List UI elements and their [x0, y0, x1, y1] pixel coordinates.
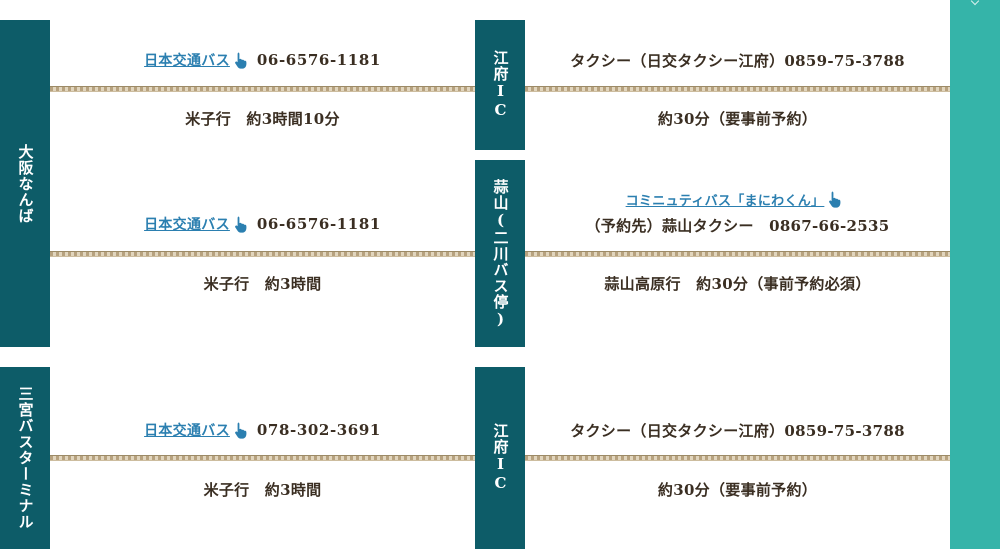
side-panel-bar[interactable] — [950, 0, 1000, 549]
hand-pointer-icon — [234, 52, 247, 69]
destination-text: 米子行 約3時間10分 — [185, 109, 340, 128]
chevron-down-icon — [970, 0, 980, 6]
destination-text: 米子行 約3時間 — [203, 274, 322, 293]
transfer-kofu-ic-1: 江府IC — [475, 20, 525, 150]
last-leg-1-duration: 約30分（要事前予約） — [525, 106, 950, 130]
origin-label: 大阪なんば — [16, 143, 35, 224]
hand-pointer-icon — [829, 191, 841, 208]
route-divider — [525, 251, 950, 257]
operator-phone: 06-6576-1181 — [256, 215, 381, 233]
transfer-label: 江府IC — [491, 423, 510, 493]
operator-link[interactable]: 日本交通バス — [144, 423, 230, 439]
operator-link[interactable]: 日本交通バス — [144, 53, 230, 69]
route-divider — [50, 86, 475, 92]
hand-pointer-icon — [234, 422, 247, 439]
origin-osaka-namba: 大阪なんば — [0, 20, 50, 347]
route-1-destination: 米子行 約3時間10分 — [50, 106, 475, 130]
route-divider — [525, 86, 950, 92]
operator-link[interactable]: 日本交通バス — [144, 217, 230, 233]
origin-label: 三宮バスターミナル — [16, 386, 35, 530]
route-divider — [50, 251, 475, 257]
route-2-operator-row: 日本交通バス 06-6576-1181 — [50, 212, 475, 236]
route-divider — [50, 455, 475, 461]
route-3-destination: 米子行 約3時間 — [50, 477, 475, 501]
last-leg-3-duration: 約30分（要事前予約） — [525, 477, 950, 501]
route-1-operator-row: 日本交通バス 06-6576-1181 — [50, 48, 475, 72]
destination-text: 米子行 約3時間 — [203, 480, 322, 499]
operator-phone: 06-6576-1181 — [256, 51, 381, 69]
last-leg-3-contact: タクシー（日交タクシー江府）0859-75-3788 — [525, 418, 950, 442]
contact-text: タクシー（日交タクシー江府）0859-75-3788 — [570, 51, 905, 70]
duration-text: 約30分（要事前予約） — [657, 480, 818, 499]
duration-text: 約30分（要事前予約） — [657, 109, 818, 128]
last-leg-1-contact: タクシー（日交タクシー江府）0859-75-3788 — [525, 48, 950, 72]
route-divider — [525, 455, 950, 461]
origin-sannomiya: 三宮バスターミナル — [0, 367, 50, 549]
community-bus-link[interactable]: コミニュティバス「まにわくん」 — [625, 193, 825, 209]
route-3-operator-row: 日本交通バス 078-302-3691 — [50, 418, 475, 442]
last-leg-2-contact: （予約先）蒜山タクシー 0867-66-2535 — [525, 213, 950, 237]
contact-text: タクシー（日交タクシー江府）0859-75-3788 — [570, 421, 905, 440]
operator-phone: 078-302-3691 — [256, 421, 381, 439]
transfer-label: 江府IC — [491, 50, 510, 120]
contact-text: （予約先）蒜山タクシー 0867-66-2535 — [585, 216, 890, 235]
transfer-hiruzen: 蒜山(二川バス停) — [475, 160, 525, 347]
hand-pointer-icon — [234, 216, 247, 233]
transfer-label: 蒜山(二川バス停) — [491, 178, 510, 329]
last-leg-2-duration: 蒜山高原行 約30分（事前予約必須） — [525, 271, 950, 295]
route-2-destination: 米子行 約3時間 — [50, 271, 475, 295]
last-leg-2-link-row: コミニュティバス「まにわくん」 — [525, 188, 950, 210]
duration-text: 蒜山高原行 約30分（事前予約必須） — [604, 274, 871, 293]
transfer-kofu-ic-2: 江府IC — [475, 367, 525, 549]
